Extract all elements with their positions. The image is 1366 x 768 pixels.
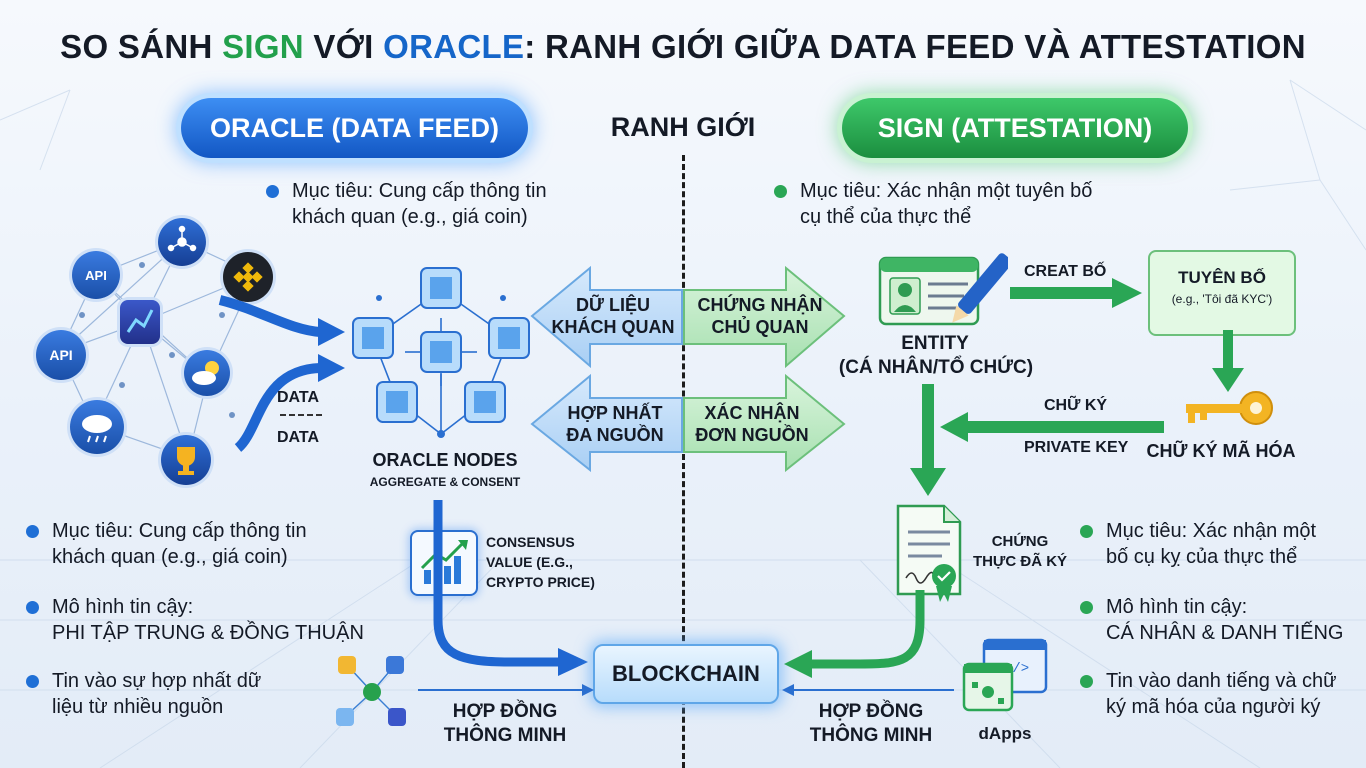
entity-title: ENTITY bbox=[901, 333, 969, 354]
entity-to-attestation-arrow bbox=[910, 384, 946, 496]
bullet-dot bbox=[266, 185, 279, 198]
network-icon bbox=[158, 218, 206, 266]
boundary-label-multi-source: HỢP NHẤT ĐA NGUỒN bbox=[566, 403, 664, 445]
consensus-value-label: CONSENSUS VALUE (E.G., CRYPTO PRICE) bbox=[486, 534, 595, 590]
boundary-label-subjective: CHỨNG NHẬN CHỦ QUAN bbox=[697, 295, 823, 337]
api-icon-2: API bbox=[36, 330, 86, 380]
source-flow-arrows bbox=[218, 295, 345, 452]
data-dashed-arrow bbox=[280, 414, 322, 416]
oracle-to-blockchain-arrow bbox=[433, 500, 588, 676]
arrow-single-source bbox=[683, 373, 846, 472]
boundary-label-objective: DỮ LIỆU KHÁCH QUAN bbox=[551, 295, 675, 337]
page-title: SO SÁNH SIGN VỚI ORACLE: RANH GIỚI GIỮA … bbox=[60, 28, 1306, 65]
signed-document-icon bbox=[896, 504, 962, 602]
boundary-divider bbox=[682, 155, 685, 768]
weather-icon bbox=[184, 350, 230, 396]
create-arrow bbox=[1010, 278, 1142, 308]
smart-contract-icon bbox=[336, 656, 406, 726]
attestation-to-blockchain-arrow bbox=[784, 590, 925, 678]
sign-smart-contract-label: HỢP ĐỒNG THÔNG MINH bbox=[809, 701, 933, 746]
sign-bullet-trust: Mô hình tin cậy:CÁ NHÂN & DANH TIẾNG bbox=[1080, 594, 1360, 646]
oracle-nodes-title: ORACLE NODES bbox=[372, 450, 518, 470]
bullet-dot bbox=[26, 525, 39, 538]
sign-header-pill: SIGN (ATTESTATION) bbox=[842, 98, 1188, 158]
signed-attestation-label: CHỨNG THỰC ĐÃ KÝ bbox=[972, 533, 1068, 570]
title-oracle: ORACLE bbox=[383, 28, 525, 65]
consensus-chart-icon bbox=[410, 530, 478, 596]
sign-goal-top: Mục tiêu: Xác nhận một tuyên bố cụ thể c… bbox=[774, 178, 1104, 230]
claim-title: TUYÊN BỐ bbox=[1178, 268, 1266, 287]
oracle-nodes-subtitle: AGGREGATE & CONSENT bbox=[369, 475, 521, 489]
arrow-multi-source bbox=[530, 373, 683, 472]
smart-contract-right-arrow bbox=[782, 684, 954, 696]
storm-cloud-icon bbox=[70, 400, 124, 454]
bullet-dot bbox=[1080, 675, 1093, 688]
boundary-arrows bbox=[530, 265, 846, 472]
api-icon: API bbox=[72, 251, 120, 299]
create-label: CREAT BỐ bbox=[1024, 263, 1107, 280]
data-label-2: DATA bbox=[276, 429, 320, 446]
blockchain-box: BLOCKCHAIN bbox=[593, 644, 779, 704]
bullet-dot bbox=[26, 675, 39, 688]
bullet-dot bbox=[1080, 601, 1093, 614]
sign-bullet-belief: Tin vào danh tiếng và chữ ký mã hóa của … bbox=[1080, 668, 1360, 720]
smart-contract-left-arrow bbox=[418, 684, 594, 696]
arrow-objective-data bbox=[530, 265, 683, 369]
crypto-signature-label: CHỮ KÝ MÃ HÓA bbox=[1146, 441, 1296, 461]
claim-callout: TUYÊN BỐ (e.g., 'Tôi đã KYC') bbox=[1148, 250, 1296, 336]
dapps-label: dApps bbox=[978, 724, 1032, 743]
oracle-header-pill: ORACLE (DATA FEED) bbox=[181, 98, 528, 158]
arrow-subjective-attestation bbox=[683, 265, 846, 369]
bullet-dot bbox=[1080, 525, 1093, 538]
private-key-label: PRIVATE KEY bbox=[1024, 439, 1129, 456]
oracle-goal-top: Mục tiêu: Cung cấp thông tin khách quan … bbox=[266, 178, 596, 230]
signature-arrow bbox=[940, 412, 1164, 442]
oracle-nodes-cluster bbox=[352, 267, 530, 438]
claim-to-key-arrow bbox=[1212, 330, 1244, 392]
chart-app-icon bbox=[120, 300, 160, 344]
claim-example: (e.g., 'Tôi đã KYC') bbox=[1171, 292, 1273, 306]
binance-icon bbox=[223, 252, 273, 302]
signature-label: CHỮ KÝ bbox=[1044, 397, 1108, 414]
entity-subtitle: (CÁ NHÂN/TỔ CHỨC) bbox=[838, 357, 1034, 378]
entity-id-card-icon bbox=[878, 253, 1008, 326]
oracle-smart-contract-label: HỢP ĐỒNG THÔNG MINH bbox=[443, 701, 567, 746]
oracle-bullet-trust: Mô hình tin cậy:PHI TẬP TRUNG & ĐỒNG THU… bbox=[26, 594, 366, 646]
oracle-bullet-belief: Tin vào sự hợp nhất dữ liệu từ nhiều ngu… bbox=[26, 668, 366, 720]
trophy-icon bbox=[161, 435, 211, 485]
node-cubes bbox=[352, 267, 530, 423]
boundary-label-single-source: XÁC NHẬN ĐƠN NGUỒN bbox=[695, 403, 809, 445]
bullet-dot bbox=[26, 601, 39, 614]
data-label-1: DATA bbox=[276, 389, 320, 406]
bullet-dot bbox=[774, 185, 787, 198]
dapps-icon: </> bbox=[962, 638, 1048, 712]
key-icon bbox=[1186, 391, 1273, 425]
boundary-title: RANH GIỚI bbox=[610, 112, 756, 142]
title-sign: SIGN bbox=[222, 28, 304, 65]
